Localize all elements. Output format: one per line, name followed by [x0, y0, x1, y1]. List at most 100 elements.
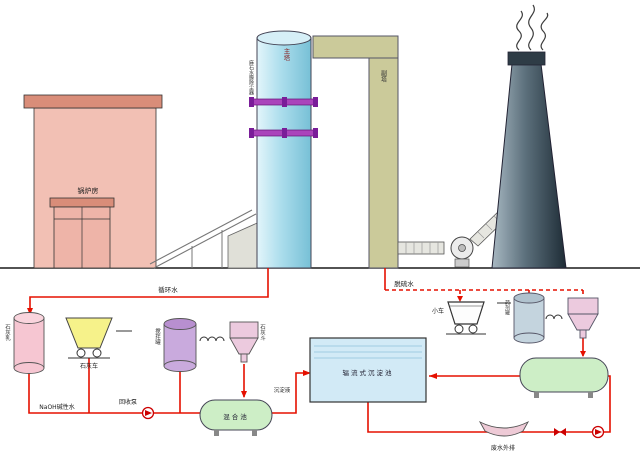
lime-hopper-cone [229, 337, 259, 355]
conveyor-rail [153, 213, 257, 269]
sedimentation-pool-label: 辐流式沉淀池 [343, 368, 394, 377]
lime-milk-tank-body [13, 317, 45, 369]
dissolving-tank-top [163, 318, 197, 330]
lime-milk-tank: 石灰乳 [4, 312, 45, 374]
boiler-house: 锅炉房 [23, 94, 163, 269]
circulating-water-label: 循环水 [158, 285, 178, 294]
lime-milk-tank-bottom [13, 362, 45, 374]
aux-tower-label: 副塔 [380, 69, 387, 83]
wheel-icon [76, 348, 86, 358]
valve-icon [554, 428, 560, 436]
right-hopper-cone [567, 313, 599, 331]
fan-hub-icon [458, 244, 466, 252]
right-hopper-top [567, 297, 599, 315]
trolley-label: 小车 [432, 307, 444, 315]
clear-water-tank [519, 357, 609, 398]
main-tower-body [256, 37, 312, 269]
spray-band-2 [249, 128, 318, 138]
wheel-icon [92, 348, 102, 358]
boiler-house-roof [23, 94, 163, 109]
waste-discharge-label: 废水外排 [491, 444, 515, 452]
pump-impeller-icon [595, 429, 602, 435]
spray-band-bead [313, 128, 318, 138]
drain-pump [591, 425, 605, 439]
boiler-annex-roof [49, 197, 115, 208]
spray-band-bead [282, 97, 287, 107]
spray-band-bead [313, 97, 318, 107]
pump-impeller-icon [145, 410, 152, 416]
lime-cart-bucket [65, 317, 113, 349]
flow-arrows [27, 296, 586, 398]
chimney [491, 4, 567, 269]
smoke-icon [540, 12, 549, 51]
conveyor-rail [149, 209, 253, 265]
spray-band-bead [249, 97, 254, 107]
chemical-tank-bottom [513, 332, 545, 344]
aux-tower-leg [368, 57, 399, 269]
flow-arrow-icon [429, 373, 437, 379]
sediment-liquid-label: 沉淀液 [274, 386, 291, 394]
main-tower-label: 主塔 [282, 47, 290, 63]
pipe-drain-loop [367, 375, 611, 433]
dissolving-tank-bottom [163, 360, 197, 372]
sedimentation-pool: 辐流式沉淀池 [309, 337, 427, 403]
lime-hopper: 石灰斗 [229, 321, 266, 363]
flue-duct [397, 241, 445, 255]
discharge-dish-body [478, 420, 530, 437]
trolley: 小车 [432, 301, 486, 335]
lime-cart-label: 石灰车 [80, 362, 98, 370]
wheel-icon [468, 324, 478, 334]
right-hopper-spout [579, 329, 587, 339]
right-hopper [567, 297, 599, 339]
main-tower-top [256, 30, 312, 46]
desulfurized-water-label: 脱硫水 [394, 279, 414, 288]
spray-band-1 [249, 97, 318, 107]
spray-band-bead [282, 128, 287, 138]
pipe-desulfurized-dashed [385, 289, 584, 300]
flow-arrow-icon [457, 296, 463, 302]
naoh-water-label: NaOH碱性水 [39, 403, 74, 411]
tank-leg [252, 430, 257, 436]
recovery-pump-label: 回收泵 [119, 398, 137, 406]
chemical-tank: 药剂罐 [504, 292, 545, 344]
chemical-tank-body [513, 297, 545, 339]
clear-water-tank-body [519, 357, 609, 393]
chimney-body [491, 63, 567, 269]
chemical-tank-label: 药剂罐 [504, 299, 510, 316]
aux-tower: 副塔 [312, 35, 399, 269]
tank-leg [534, 392, 539, 398]
trolley-bucket [447, 301, 485, 325]
chemical-tank-top [513, 292, 545, 304]
lime-hopper-label: 石灰斗 [259, 324, 266, 341]
lime-milk-label: 石灰乳 [4, 324, 11, 341]
smoke-icon [528, 4, 535, 51]
dissolving-tank: 搅拌罐 [154, 318, 197, 372]
tank-leg [214, 430, 219, 436]
sedimentation-pool-body [309, 337, 427, 403]
flow-arrow-icon [241, 391, 247, 398]
main-tower: 主塔 麻石水膜除尘器 [248, 30, 318, 269]
fan-mount [454, 258, 470, 268]
screw-feeder-icon [545, 314, 563, 320]
discharge-dish: 废水外排 [478, 420, 530, 452]
smoke-icon [516, 10, 523, 51]
lime-cart: 石灰车 [65, 317, 113, 370]
screw-feeder-icon [199, 336, 225, 342]
chimney-collar [507, 51, 546, 66]
mixing-pool-tank: 混合池 [199, 399, 273, 436]
aux-tower-beam [312, 35, 399, 59]
wheel-icon [454, 324, 464, 334]
flow-arrow-icon [303, 370, 311, 376]
dissolving-tank-body [163, 323, 197, 367]
lime-hopper-top [229, 321, 259, 339]
mixing-pool-label: 混合池 [223, 412, 249, 421]
flow-arrow-icon [580, 351, 586, 357]
dissolving-tank-label: 搅拌罐 [154, 327, 161, 346]
recovery-pump: 回收泵 [119, 398, 155, 420]
flow-arrow-icon [27, 308, 33, 315]
spray-band-bead [249, 128, 254, 138]
pipe-mix-to-pool [272, 372, 309, 414]
lime-hopper-spout [240, 353, 248, 363]
